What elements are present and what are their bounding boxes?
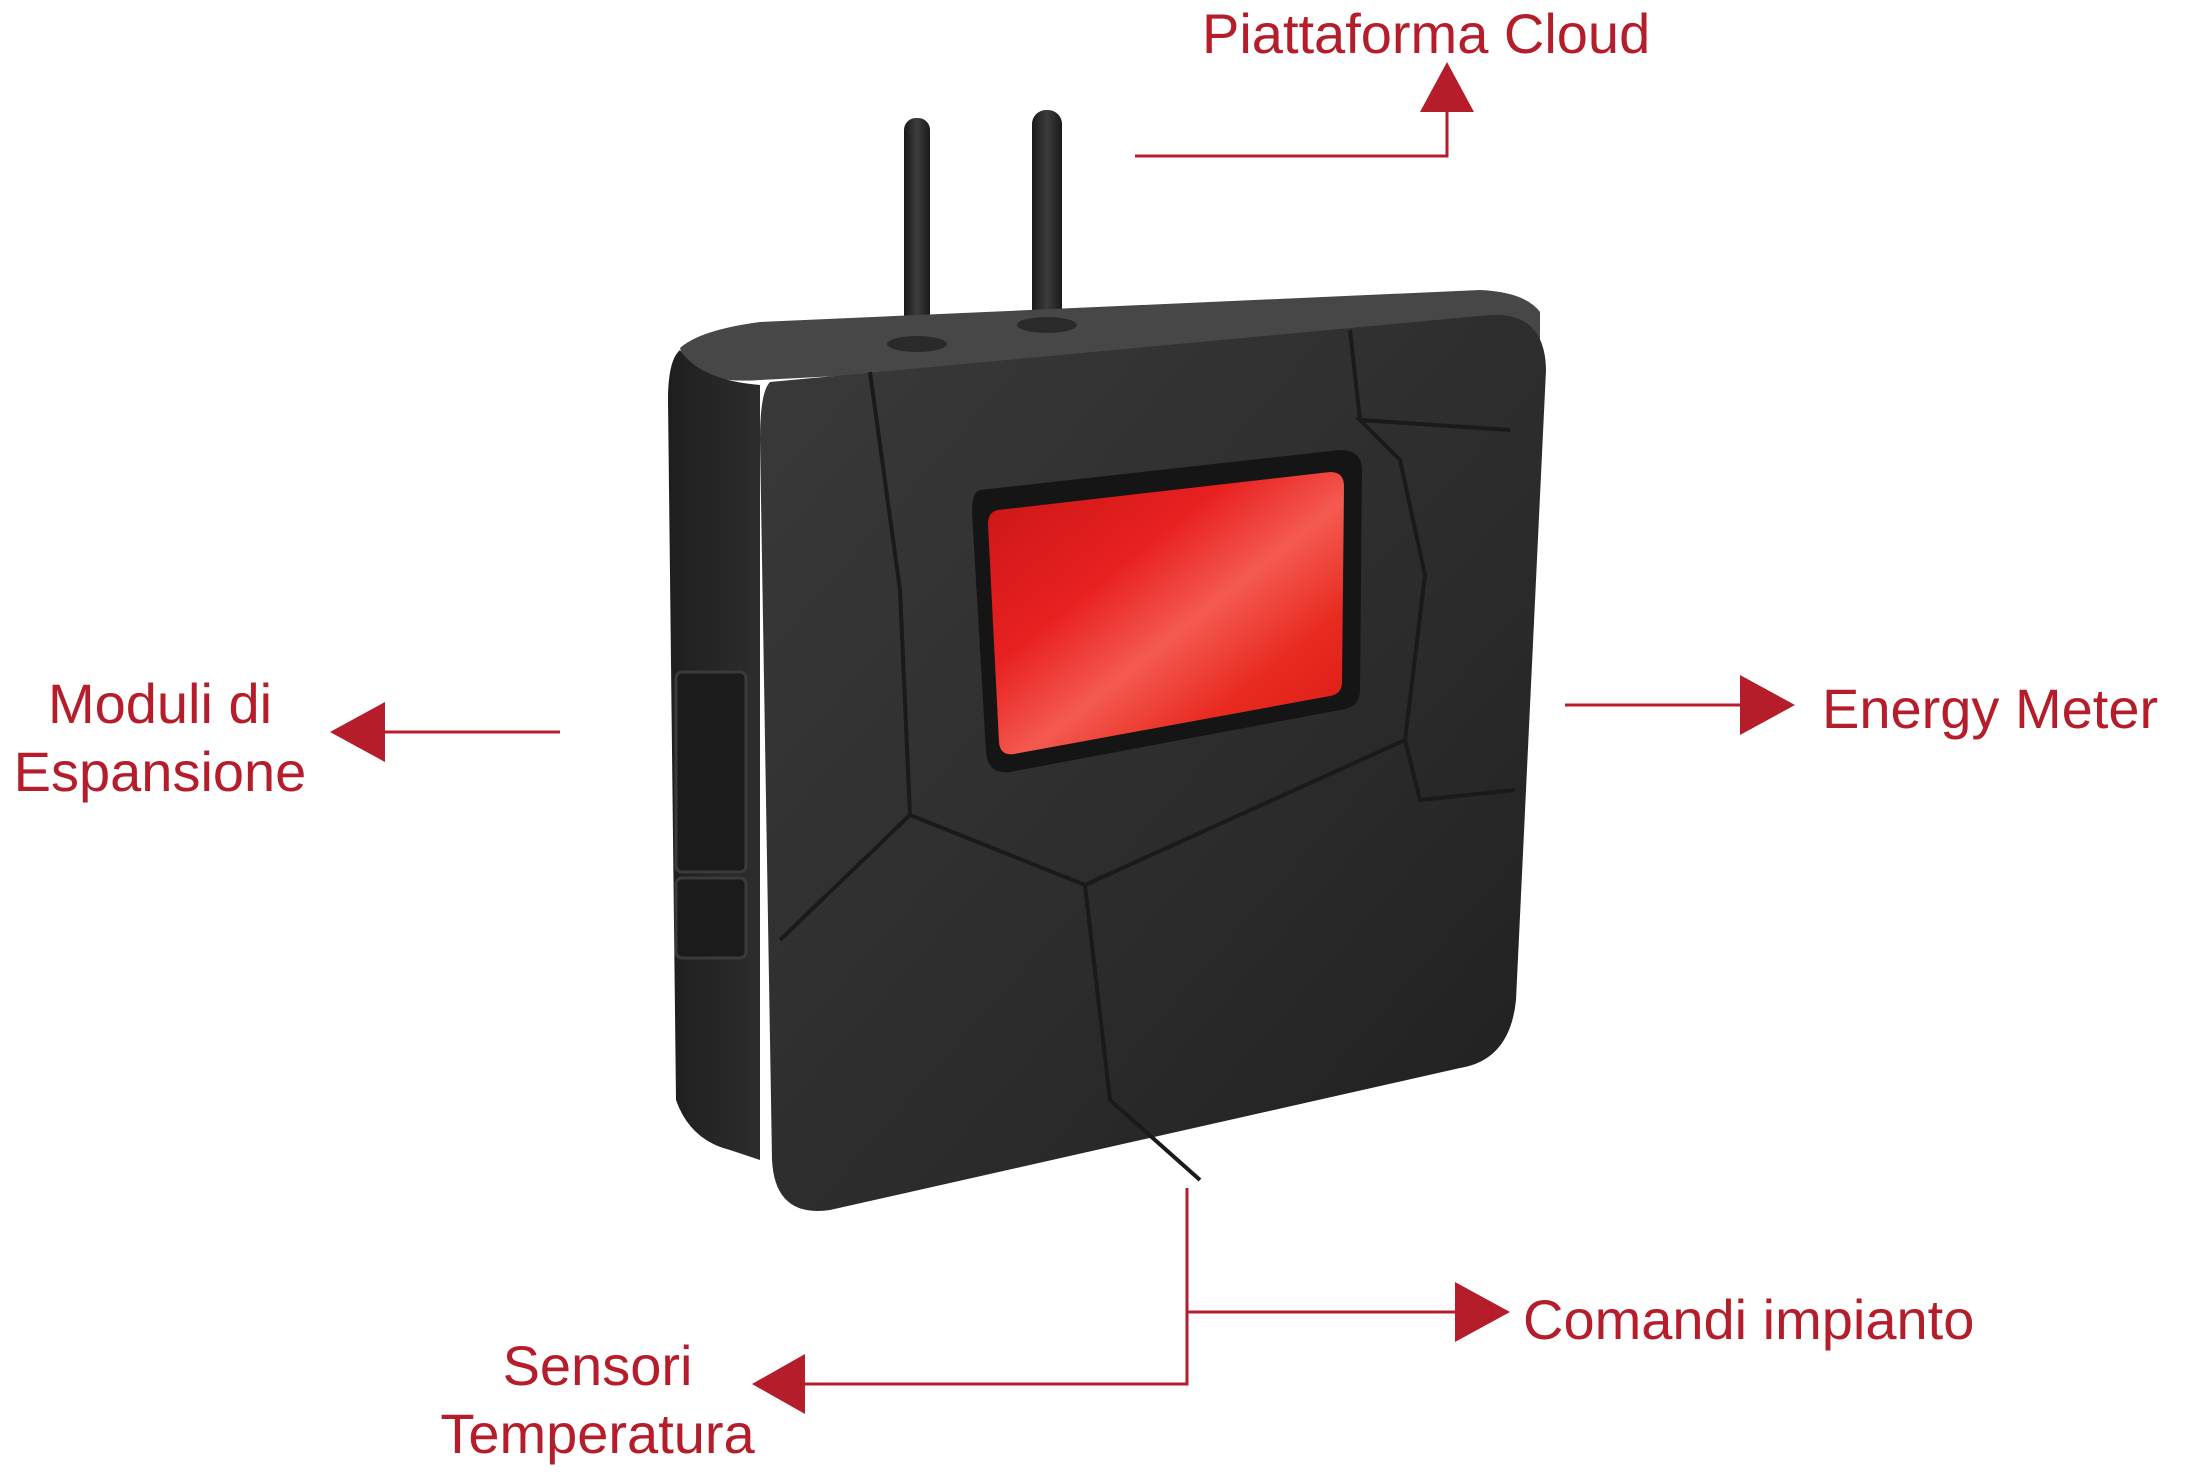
antenna-socket-left	[887, 336, 947, 352]
label-expansion-modules-line1: Moduli di	[47, 672, 273, 735]
label-expansion-modules: Moduli di Espansione	[0, 670, 320, 806]
label-temperature-sensors-line1: Sensori	[502, 1334, 693, 1397]
label-temperature-sensors-line2: Temperatura	[440, 1402, 755, 1465]
label-expansion-modules-line2: Espansione	[13, 740, 307, 803]
bottom-arrow-line	[800, 1188, 1189, 1386]
label-cloud-platform: Piattaforma Cloud	[1202, 2, 1651, 65]
label-energy-meter: Energy Meter	[1822, 677, 2159, 740]
comandi-arrowhead	[1455, 1282, 1510, 1342]
cloud-arrowhead	[1420, 62, 1474, 112]
antenna-right	[1032, 110, 1062, 330]
device-facets	[778, 329, 1516, 1182]
cloud-arrow-line	[1135, 112, 1449, 158]
device-top-face	[680, 290, 1540, 381]
moduli-arrowhead	[330, 702, 385, 762]
label-temperature-sensors: Sensori Temperatura	[415, 1332, 780, 1468]
antenna-socket-right	[1017, 317, 1077, 333]
energy-arrowhead	[1740, 675, 1795, 735]
sensori-arrowhead	[752, 1354, 805, 1414]
red-display	[988, 472, 1344, 755]
antenna-left	[904, 118, 930, 350]
label-system-commands: Comandi impianto	[1523, 1288, 1975, 1351]
expansion-port	[674, 670, 748, 960]
